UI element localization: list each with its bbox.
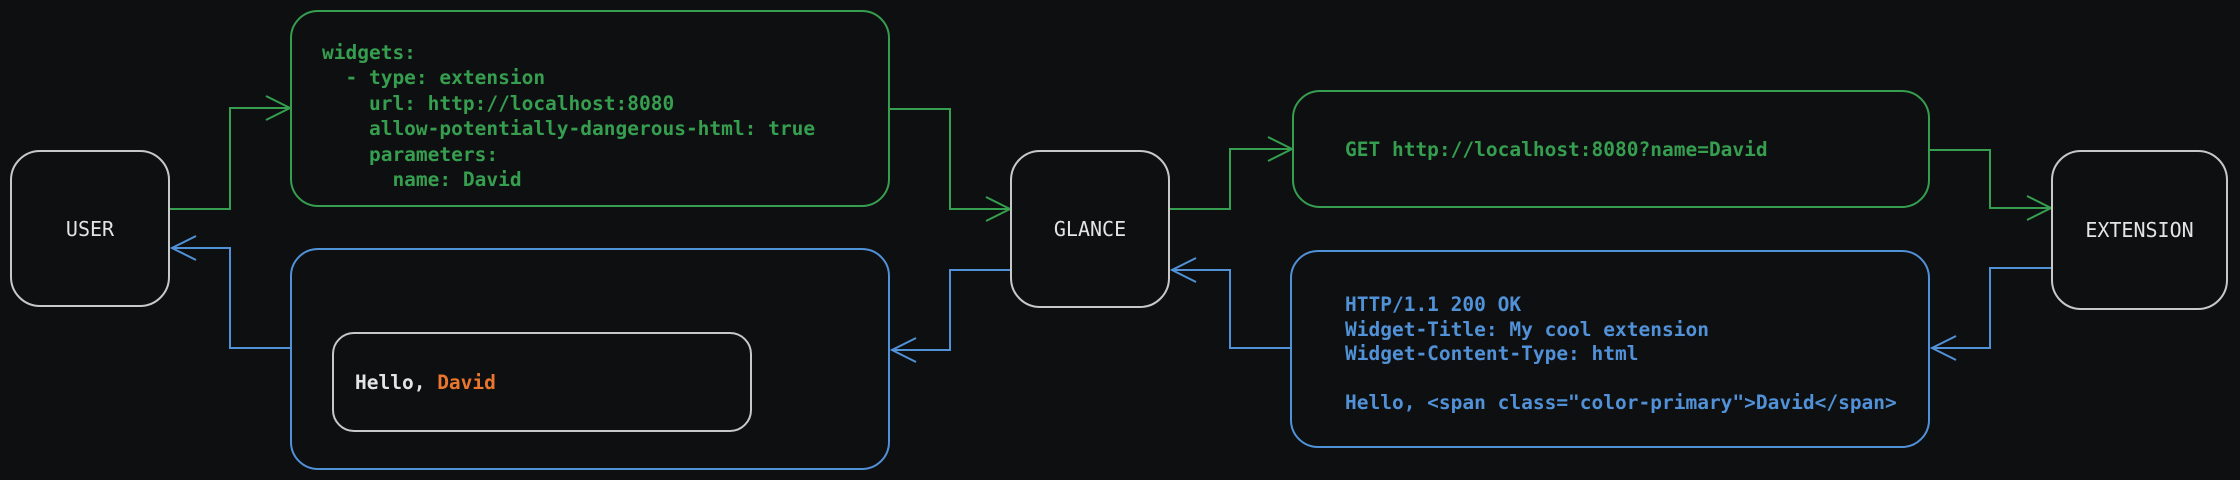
- node-extension-label: EXTENSION: [2085, 218, 2194, 242]
- config-line: url: http://localhost:8080: [322, 91, 675, 115]
- arrowhead-into-glance-right: [1169, 257, 1197, 283]
- connector-extension-to-response: [1934, 267, 2051, 349]
- config-line: parameters:: [322, 142, 499, 166]
- http-request-box: GET http://localhost:8080?name=David: [1292, 90, 1930, 208]
- connector-request-to-extension: [1930, 149, 2049, 209]
- connector-user-to-config: [170, 107, 288, 210]
- rendered-widget-box: MY COOL EXTENSION Hello, David: [290, 248, 890, 470]
- node-extension: EXTENSION: [2051, 150, 2228, 310]
- connector-widget-to-user: [174, 247, 290, 349]
- node-glance: GLANCE: [1010, 150, 1170, 308]
- config-yaml-box: widgets: - type: extension url: http://l…: [290, 10, 890, 207]
- connector-config-to-glance: [890, 108, 1008, 210]
- config-line: name: David: [322, 167, 522, 191]
- response-line: Widget-Content-Type: html: [1345, 342, 1639, 365]
- node-user-label: USER: [65, 216, 115, 241]
- node-glance-label: GLANCE: [1053, 217, 1127, 241]
- arrowhead-into-response: [1929, 335, 1957, 361]
- response-line: [1345, 367, 1928, 392]
- greeting-name: David: [437, 370, 496, 394]
- http-request-text: GET http://localhost:8080?name=David: [1345, 137, 1768, 161]
- config-line: allow-potentially-dangerous-html: true: [322, 117, 816, 141]
- arrowhead-into-user: [169, 235, 197, 261]
- config-line: - type: extension: [322, 66, 546, 90]
- http-response-box: HTTP/1.1 200 OK Widget-Title: My cool ex…: [1290, 250, 1930, 448]
- config-line: widgets:: [322, 41, 416, 64]
- response-line: HTTP/1.1 200 OK: [1345, 293, 1522, 316]
- node-user: USER: [10, 150, 170, 307]
- connector-glance-to-request: [1170, 148, 1290, 210]
- response-line: Widget-Title: My cool extension: [1345, 317, 1709, 341]
- connector-response-to-glance: [1174, 269, 1290, 349]
- greeting-prefix: Hello,: [355, 370, 438, 394]
- connector-glance-to-widget: [894, 269, 1010, 351]
- widget-greeting-box: Hello, David: [332, 332, 752, 432]
- response-line: Hello, <span class="color-primary">David…: [1345, 391, 1897, 414]
- arrowhead-into-widget: [889, 337, 917, 363]
